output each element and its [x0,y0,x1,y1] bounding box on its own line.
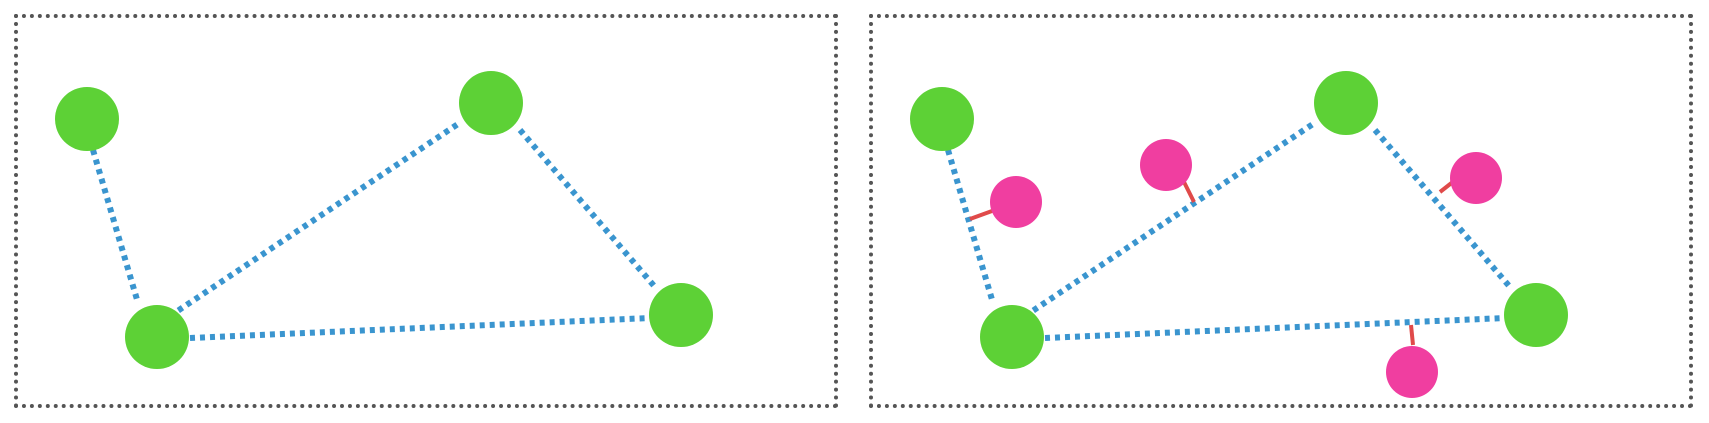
edge-a-b [90,149,141,304]
node-d [649,283,713,347]
pink-node-2 [1140,139,1192,191]
edge-b-d [189,315,651,341]
node-b-right [980,305,1044,369]
node-c-right [1314,71,1378,135]
projection-1 [969,209,993,221]
pink-node-4 [1386,346,1438,398]
projection-4 [1409,324,1415,346]
node-b [125,305,189,369]
projection-2 [1181,179,1196,203]
node-a-right [910,87,974,151]
edge-b-c-right [1023,119,1318,319]
pink-node-1 [990,176,1042,228]
edge-a-b-right [945,149,996,304]
node-c [459,71,523,135]
edge-b-d-right [1044,315,1506,341]
node-d-right [1504,283,1568,347]
edge-c-d [517,128,658,289]
pink-node-3 [1450,152,1502,204]
right-graph [910,71,1568,398]
left-graph [55,71,713,369]
edge-c-d-right [1372,128,1513,289]
edge-b-c [168,119,463,319]
node-a [55,87,119,151]
